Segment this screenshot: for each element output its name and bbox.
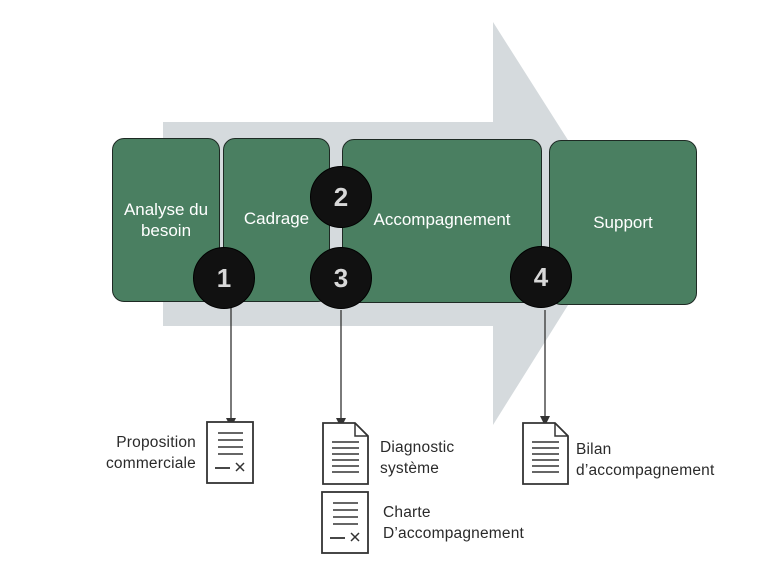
deliverable-proposition-label: Proposition commerciale [105,434,196,472]
step-badge-3: 3 [310,247,372,309]
report-document-icon [522,422,569,485]
deliverable-bilan-label: Bilan d’accompagnement [576,441,715,479]
phase-label: Accompagnement [373,209,511,229]
connector-arrowhead-4 [540,416,550,426]
phase-label: Support [593,213,653,232]
step-badge-1: 1 [193,247,255,309]
contract-document-icon [321,491,369,554]
phase-label: Cadrage [243,208,310,228]
step-badge-2: 2 [310,166,372,228]
report-document-icon [322,422,369,485]
phase-accompagnement: Accompagnement [342,139,542,303]
step-badge-4: 4 [510,246,572,308]
phase-support: Support [549,140,697,305]
phase-analyse-du-besoin: Analyse du besoin [112,138,220,302]
contract-document-icon [206,421,254,484]
phase-label: Analyse du besoin [123,200,209,240]
deliverable-diagnostic-label: Diagnostic système [380,439,455,477]
deliverable-charte-label: Charte D’accompagnement [383,504,525,542]
